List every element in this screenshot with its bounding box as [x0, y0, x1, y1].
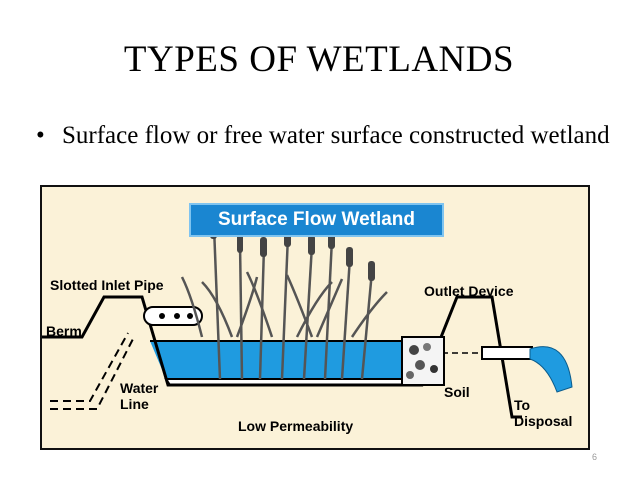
- water-line-label: Water Line: [120, 380, 159, 412]
- wetland-illustration: [42, 217, 588, 448]
- outlet-pipe: [481, 346, 533, 360]
- slide-title: TYPES OF WETLANDS: [123, 39, 515, 80]
- outlet-device-label: Outlet Device: [424, 283, 514, 299]
- water-body: [150, 341, 440, 379]
- bullet-marker: •: [36, 122, 45, 149]
- dashed-water-line: [50, 332, 135, 410]
- to-disposal-label: To Disposal: [514, 397, 573, 429]
- wetland-diagram: Surface Flow Wetland Slotted Inlet Pipe …: [40, 185, 590, 450]
- slotted-inlet-pipe-label: Slotted Inlet Pipe: [50, 277, 164, 293]
- inlet-pipe: [143, 306, 203, 326]
- low-permeability-label: Low Permeability: [238, 418, 354, 434]
- diagram-banner: Surface Flow Wetland: [189, 203, 444, 237]
- soil-label: Soil: [444, 384, 470, 400]
- reeds: [180, 226, 388, 380]
- disposal-flow: [529, 346, 573, 393]
- berm-label: Berm: [46, 323, 82, 339]
- page-number: 6: [592, 452, 598, 462]
- bullet-text: Surface flow or free water surface const…: [62, 122, 610, 149]
